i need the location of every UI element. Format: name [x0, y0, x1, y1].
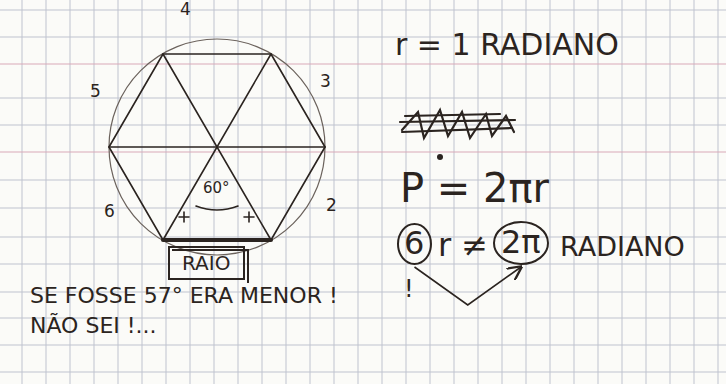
tick-mark — [179, 212, 189, 222]
circled-number: 6 — [398, 224, 431, 264]
vertex-number: 2 — [326, 196, 337, 215]
angle-arc — [196, 206, 238, 210]
node-text: 2π — [501, 225, 541, 260]
hexagon — [109, 54, 325, 240]
node-text: RAIO — [182, 252, 230, 274]
node-text: 6 — [404, 226, 424, 261]
tick-mark — [244, 212, 254, 222]
formula: P = 2πr — [400, 166, 549, 210]
vertex-number: 3 — [320, 72, 331, 91]
note-text: SE FOSSE 57° ERA MENOR ! — [30, 284, 338, 308]
note-text: ! — [404, 276, 414, 302]
ink-dot — [437, 154, 443, 160]
angle-label: 60° — [203, 180, 230, 197]
scribble — [400, 110, 515, 138]
vertex-number: 6 — [104, 202, 115, 221]
diagonal — [163, 54, 271, 240]
circle — [109, 39, 325, 255]
circled-term: 2π — [494, 222, 548, 264]
label-box: RAIO — [168, 246, 245, 280]
formula: r ≠ — [438, 228, 488, 263]
vertex-number: 5 — [90, 82, 101, 101]
radius-side — [163, 238, 271, 242]
note-text: RADIANO — [560, 232, 685, 262]
note-text: NÃO SEI !... — [30, 314, 157, 338]
vertex-number: 4 — [180, 0, 191, 19]
diagonal — [163, 54, 271, 240]
connector — [415, 267, 522, 305]
note-text: r = 1 RADIANO — [395, 28, 619, 61]
